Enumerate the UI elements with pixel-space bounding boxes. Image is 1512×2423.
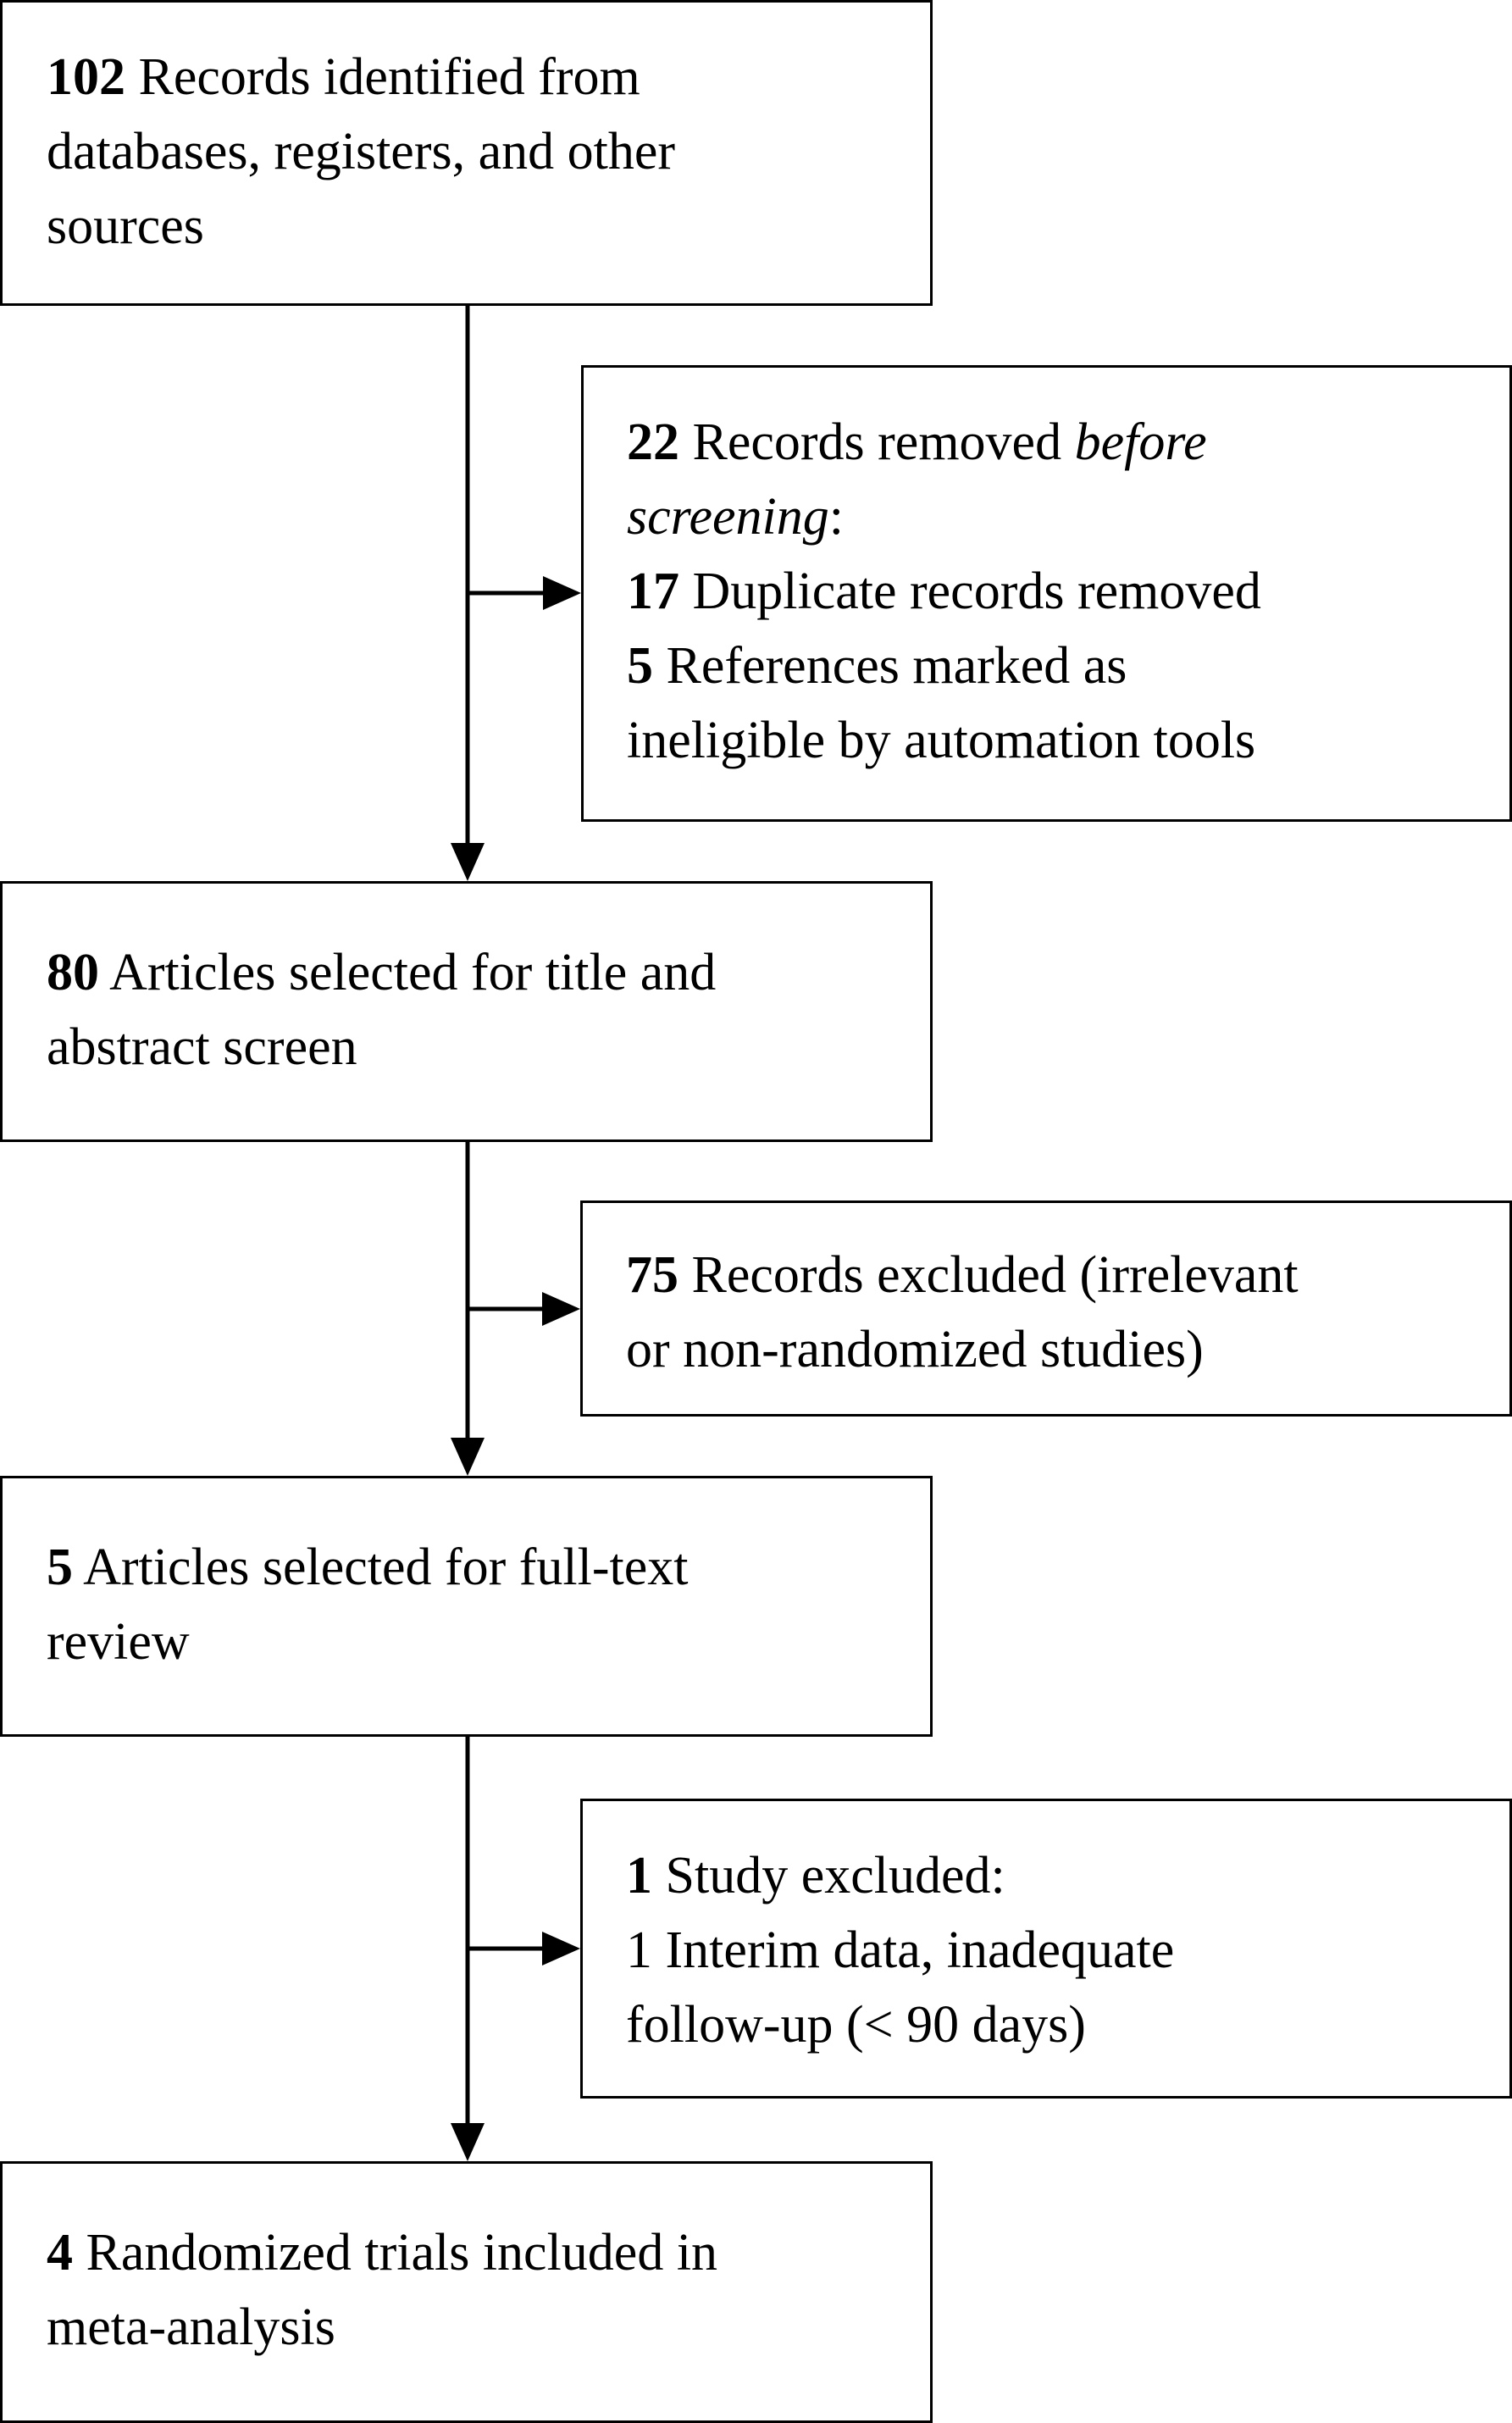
- main-arrow-1: [451, 306, 485, 881]
- records-excluded-box: 75 Records excluded (irrelevant or non-r…: [580, 1200, 1512, 1417]
- articles-screened-box: 80 Articles selected for title and abstr…: [0, 881, 933, 1142]
- study-excluded-line-1: 1 Study excluded:: [626, 1847, 1005, 1905]
- trials-included-count: 4: [47, 2224, 73, 2282]
- trials-included-box: 4 Randomized trials included in meta-ana…: [0, 2161, 933, 2423]
- study-excluded-count: 1: [626, 1847, 652, 1905]
- full-text-review-line-1: 5 Articles selected for full-text: [47, 1539, 689, 1596]
- records-identified-line-1: 102 Records identified from: [47, 48, 640, 106]
- records-excluded-line-1: 75 Records excluded (irrelevant: [626, 1246, 1299, 1304]
- automation-ineligible-line-2: ineligible by automation tools: [627, 712, 1256, 769]
- articles-screened-count: 80: [47, 944, 99, 1001]
- records-removed-line-2: screening:: [627, 488, 844, 546]
- full-text-review-line-2: review: [47, 1613, 190, 1671]
- automation-ineligible-count: 5: [627, 637, 653, 695]
- side-arrow-excluded-fulltext: [468, 1932, 580, 1966]
- full-text-review-box: 5 Articles selected for full-text review: [0, 1476, 933, 1737]
- study-excluded-box: 1 Study excluded: 1 Interim data, inadeq…: [580, 1799, 1512, 2099]
- records-identified-line-3: sources: [47, 197, 204, 255]
- duplicate-records-line: 17 Duplicate records removed: [627, 563, 1261, 620]
- main-arrow-3: [451, 1737, 485, 2161]
- articles-screened-line-1: 80 Articles selected for title and: [47, 944, 717, 1001]
- articles-screened-line-2: abstract screen: [47, 1018, 357, 1076]
- records-excluded-count: 75: [626, 1246, 678, 1304]
- full-text-review-count: 5: [47, 1539, 73, 1596]
- main-arrow-2: [451, 1142, 485, 1476]
- side-arrow-excluded-screen: [468, 1292, 580, 1326]
- records-identified-line-2: databases, registers, and other: [47, 123, 676, 180]
- records-excluded-line-2: or non-randomized studies): [626, 1321, 1204, 1378]
- records-removed-count: 22: [627, 413, 679, 471]
- records-removed-box: 22 Records removed before screening: 17 …: [581, 365, 1512, 822]
- automation-ineligible-line-1: 5 References marked as: [627, 637, 1127, 695]
- trials-included-line-1: 4 Randomized trials included in: [47, 2224, 718, 2282]
- duplicate-records-count: 17: [627, 563, 679, 620]
- records-identified-count: 102: [47, 48, 125, 106]
- trials-included-line-2: meta-analysis: [47, 2298, 335, 2356]
- side-arrow-removed: [468, 576, 581, 610]
- records-removed-line-1: 22 Records removed before: [627, 413, 1207, 471]
- study-excluded-line-2: 1 Interim data, inadequate: [626, 1921, 1175, 1979]
- study-excluded-line-3: follow-up (< 90 days): [626, 1996, 1086, 2054]
- records-identified-box: 102 Records identified from databases, r…: [0, 0, 933, 306]
